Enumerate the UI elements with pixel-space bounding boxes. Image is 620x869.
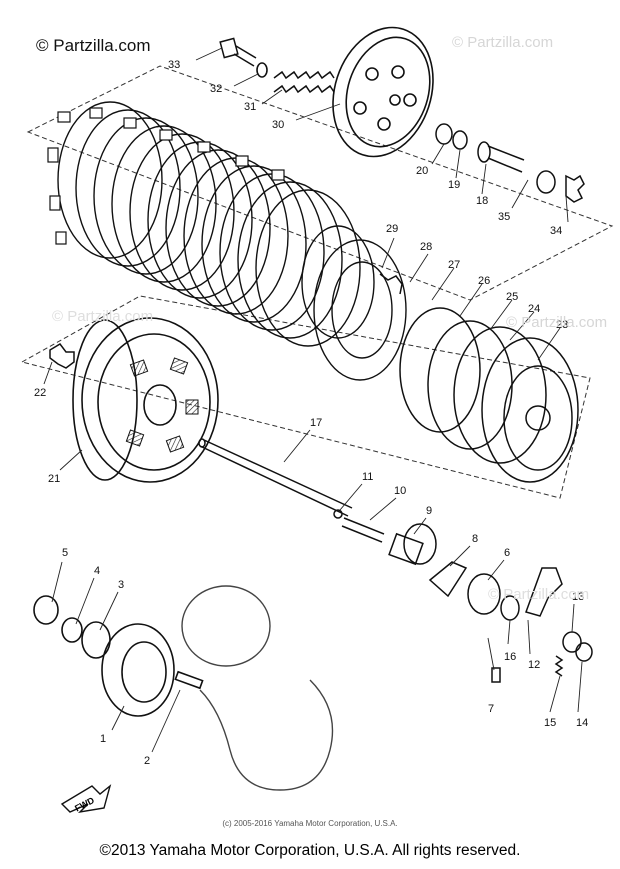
- push-rods: [198, 438, 385, 543]
- watermark-top-right: © Partzilla.com: [452, 34, 554, 51]
- clutch-bolt: [219, 37, 257, 67]
- lower-assembly-box: [20, 295, 591, 499]
- part-number-4: 4: [94, 565, 100, 577]
- part-number-5: 5: [62, 547, 68, 559]
- part-number-20: 20: [416, 165, 428, 177]
- upper-assembly-box: [26, 65, 614, 301]
- crankshaft-outline: [181, 585, 334, 791]
- part-number-7: 7: [488, 703, 494, 715]
- part-number-21: 21: [48, 473, 60, 485]
- part-number-12: 12: [528, 659, 540, 671]
- clutch-boss: [379, 273, 579, 483]
- part-number-33: 33: [168, 59, 180, 71]
- part-number-31: 31: [244, 101, 256, 113]
- small-copyright: (c) 2005-2016 Yamaha Motor Corporation, …: [222, 819, 398, 828]
- fwd-arrow-icon: FWD: [60, 784, 112, 814]
- push-rod-parts: [435, 123, 585, 203]
- part-number-27: 27: [448, 259, 460, 271]
- damper-springs: [125, 357, 199, 453]
- clutch-spring: [273, 70, 335, 94]
- part-number-26: 26: [478, 275, 490, 287]
- part-labels: 33 32 31 30 20 19 18 35 34 29 28 27 26 2…: [34, 59, 588, 767]
- part-number-9: 9: [426, 505, 432, 517]
- part-number-6: 6: [504, 547, 510, 559]
- part-number-14: 14: [576, 717, 588, 729]
- part-number-24: 24: [528, 303, 540, 315]
- part-number-16: 16: [504, 651, 516, 663]
- spring-washer: [256, 62, 268, 78]
- watermark-middle-right: © Partzilla.com: [506, 314, 608, 331]
- primary-drive-gear: [33, 595, 204, 717]
- part-number-10: 10: [394, 485, 406, 497]
- plate-tabs: [47, 107, 285, 245]
- watermark-bottom-right: © Partzilla.com: [488, 586, 590, 603]
- part-number-29: 29: [386, 223, 398, 235]
- part-number-11: 11: [362, 471, 373, 483]
- watermark-main: © Partzilla.com: [36, 36, 151, 55]
- part-number-18: 18: [476, 195, 488, 207]
- part-number-23: 23: [556, 319, 568, 331]
- clutch-plate-stack: [57, 101, 407, 381]
- part-number-25: 25: [506, 291, 518, 303]
- part-number-15: 15: [544, 717, 556, 729]
- watermark-middle-left: © Partzilla.com: [52, 308, 154, 325]
- part-number-22: 22: [34, 387, 46, 399]
- part-number-19: 19: [448, 179, 460, 191]
- part-number-3: 3: [118, 579, 124, 591]
- part-number-35: 35: [498, 211, 510, 223]
- part-number-8: 8: [472, 533, 478, 545]
- pressure-plate: [332, 26, 434, 158]
- part-number-17: 17: [310, 417, 322, 429]
- part-number-1: 1: [100, 733, 106, 745]
- part-number-32: 32: [210, 83, 222, 95]
- footer-copyright: ©2013 Yamaha Motor Corporation, U.S.A. A…: [99, 842, 521, 859]
- part-number-2: 2: [144, 755, 150, 767]
- part-number-34: 34: [550, 225, 562, 237]
- part-number-30: 30: [272, 119, 284, 131]
- part-number-28: 28: [420, 241, 432, 253]
- lock-washer: [49, 343, 75, 369]
- part-number-13: 13: [572, 591, 584, 603]
- primary-driven-gear: [72, 317, 219, 483]
- push-lever-parts: [388, 523, 593, 683]
- leader-lines: [43, 47, 583, 753]
